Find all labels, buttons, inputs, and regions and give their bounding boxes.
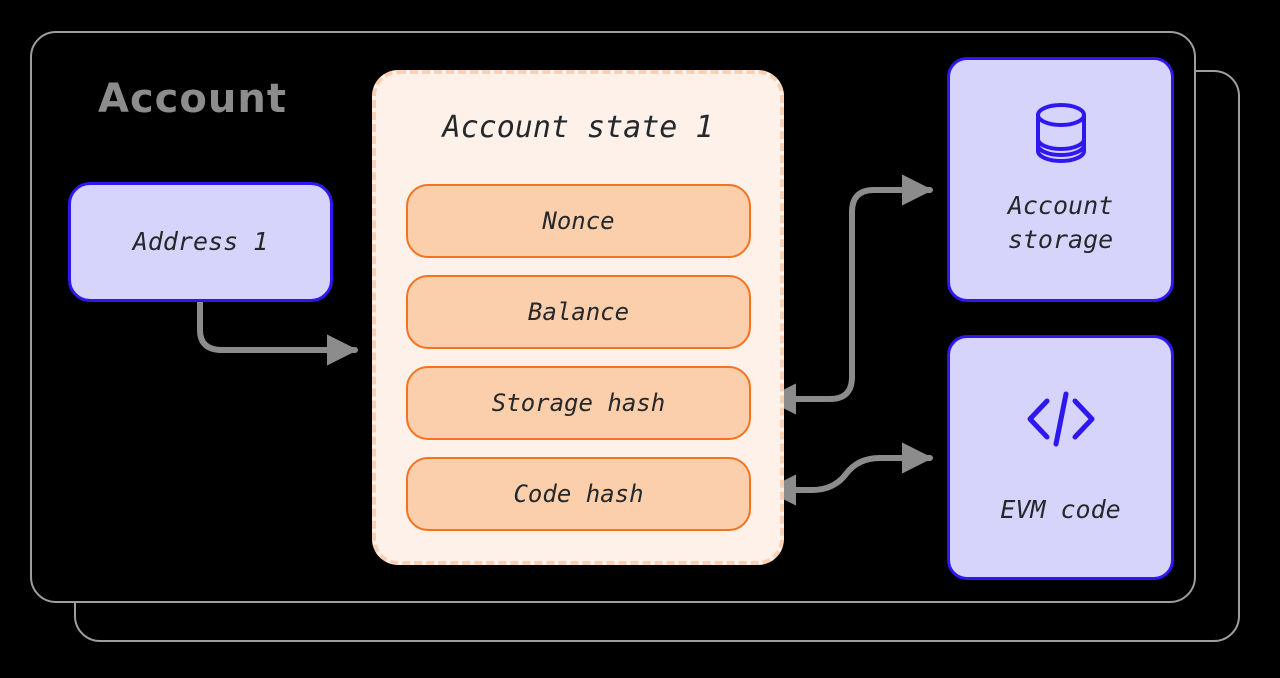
database-icon [1032,101,1090,175]
address-node[interactable]: Address 1 [68,182,333,302]
field-code-hash[interactable]: Code hash [406,457,751,531]
address-node-label: Address 1 [132,226,269,256]
field-code-hash-label: Code hash [513,480,644,508]
page-title: Account [98,76,287,122]
evm-code-node-label: EVM code [1000,495,1121,524]
code-brackets-icon [1023,388,1099,460]
account-state-panel[interactable]: Account state 1 Nonce Balance Storage ha… [372,70,784,565]
field-balance-label: Balance [527,298,630,326]
evm-code-node[interactable]: EVM code [947,335,1174,580]
account-state-title: Account state 1 [442,110,714,145]
field-nonce[interactable]: Nonce [406,184,751,258]
account-storage-node[interactable]: Account storage [947,57,1174,302]
field-nonce-label: Nonce [542,207,615,235]
account-storage-node-label: Account storage [1007,190,1114,255]
field-storage-hash[interactable]: Storage hash [406,366,751,440]
field-storage-hash-label: Storage hash [491,389,666,417]
field-balance[interactable]: Balance [406,275,751,349]
